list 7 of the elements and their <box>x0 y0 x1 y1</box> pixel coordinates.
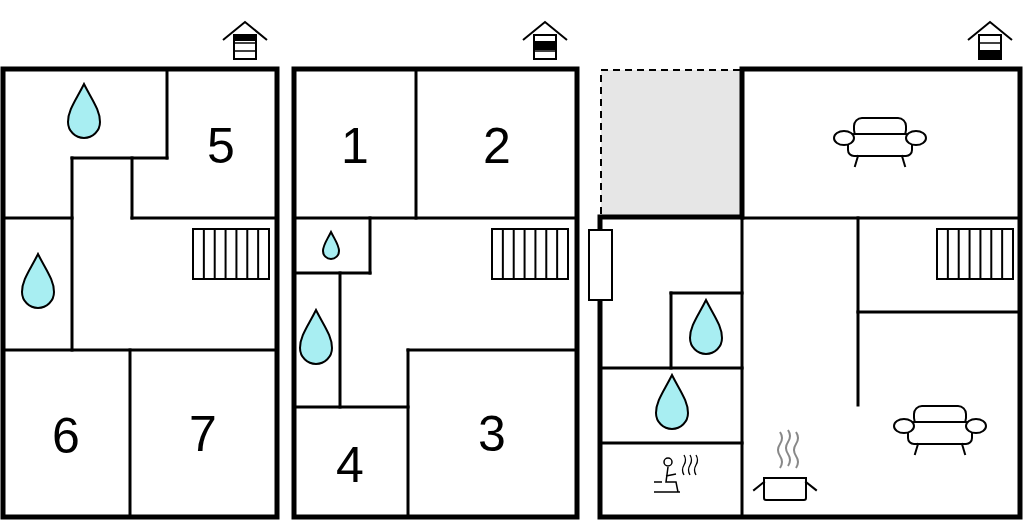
room-number: 3 <box>478 409 506 459</box>
room-number: 2 <box>483 121 511 171</box>
room-number: 5 <box>207 121 235 171</box>
room-number: 1 <box>341 121 369 171</box>
room-number: 6 <box>52 411 80 461</box>
room-number: 4 <box>336 440 364 490</box>
room-number: 7 <box>189 409 217 459</box>
